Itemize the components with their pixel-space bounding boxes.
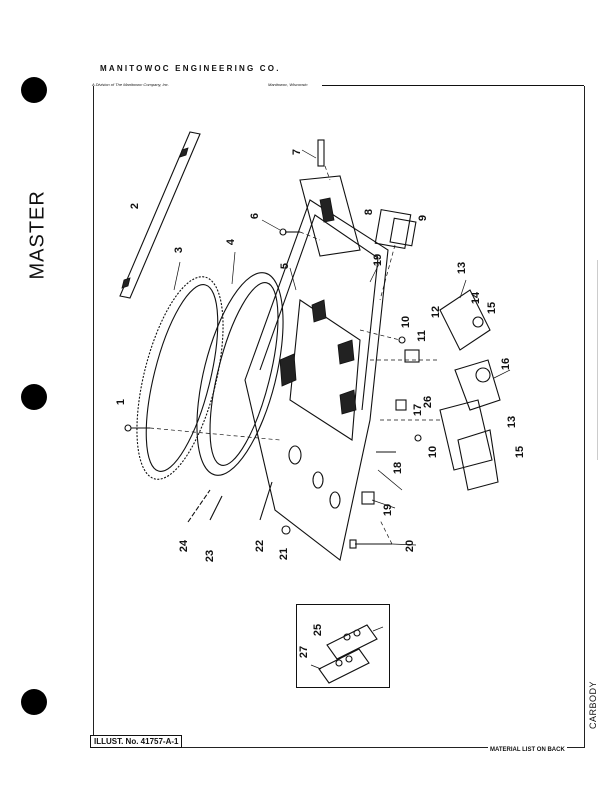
part-1-bolt — [124, 424, 150, 432]
callout-11: 11 — [415, 330, 428, 342]
binder-hole-middle — [21, 384, 47, 410]
master-label: MASTER — [26, 190, 49, 280]
callout-3: 3 — [173, 246, 186, 254]
callout-13-top: 13 — [456, 261, 469, 275]
division-note: A Division of The Manitowoc Company, Inc… — [92, 82, 169, 87]
illustration-number: ILLUST. No. 41757-A-1 — [90, 735, 183, 748]
material-list-note: MATERIAL LIST ON BACK — [488, 747, 567, 753]
company-name: MANITOWOC ENGINEERING CO. — [100, 64, 281, 73]
part-23-24-links — [187, 489, 223, 523]
callout-26: 26 — [422, 395, 435, 409]
part-8-9-plates — [374, 209, 417, 249]
callout-20: 20 — [404, 539, 417, 553]
drawing-frame — [93, 86, 585, 748]
callout-6: 6 — [249, 212, 262, 220]
binder-hole-bottom — [21, 689, 47, 715]
callout-24: 24 — [178, 539, 191, 553]
binder-hole-top — [21, 77, 47, 103]
inset-detail-drawing — [310, 624, 384, 684]
callout-21: 21 — [278, 547, 291, 561]
part-20-bolt — [349, 539, 392, 549]
callout-10-bottom: 10 — [427, 445, 440, 459]
callout-10-top: 10 — [400, 315, 413, 329]
callout-19-bottom: 19 — [382, 503, 395, 517]
callout-14: 14 — [470, 291, 483, 305]
callout-7: 7 — [291, 148, 304, 156]
small-hardware — [361, 336, 422, 505]
part-12-16-brackets — [439, 289, 501, 491]
header-rule — [322, 85, 584, 87]
part-5-carbody-frame — [244, 175, 389, 561]
carbody-label: CARBODY — [588, 681, 598, 730]
callout-19-top: 19 — [372, 253, 385, 267]
assembly-lines — [149, 165, 440, 545]
callout-18: 18 — [392, 461, 405, 475]
inset-detail-box — [296, 604, 390, 688]
callout-15-top: 15 — [486, 301, 499, 315]
callout-5: 5 — [279, 262, 292, 270]
margin-mark — [597, 260, 598, 460]
exploded-parts-diagram — [119, 131, 511, 561]
callout-23: 23 — [204, 549, 217, 563]
callout-22: 22 — [254, 539, 267, 553]
part-21-22-hardware — [259, 481, 291, 535]
part-2-bar — [119, 131, 201, 299]
callout-2: 2 — [129, 202, 142, 210]
part-3-ring-gear — [136, 276, 224, 480]
part-7-pin — [317, 139, 325, 167]
callout-16: 16 — [500, 357, 513, 371]
city-note: Manitowoc, Wisconsin — [268, 82, 308, 87]
callout-13-bottom: 13 — [506, 415, 519, 429]
callout-9: 9 — [417, 214, 430, 222]
part-4-bearing-ring — [196, 272, 284, 476]
leader-lines — [173, 149, 511, 546]
callout-1: 1 — [115, 398, 128, 406]
callout-8: 8 — [363, 208, 376, 216]
callout-15-bottom: 15 — [514, 445, 527, 459]
callout-4: 4 — [225, 238, 238, 246]
callout-12: 12 — [430, 305, 443, 319]
part-6-bolt — [279, 228, 300, 236]
